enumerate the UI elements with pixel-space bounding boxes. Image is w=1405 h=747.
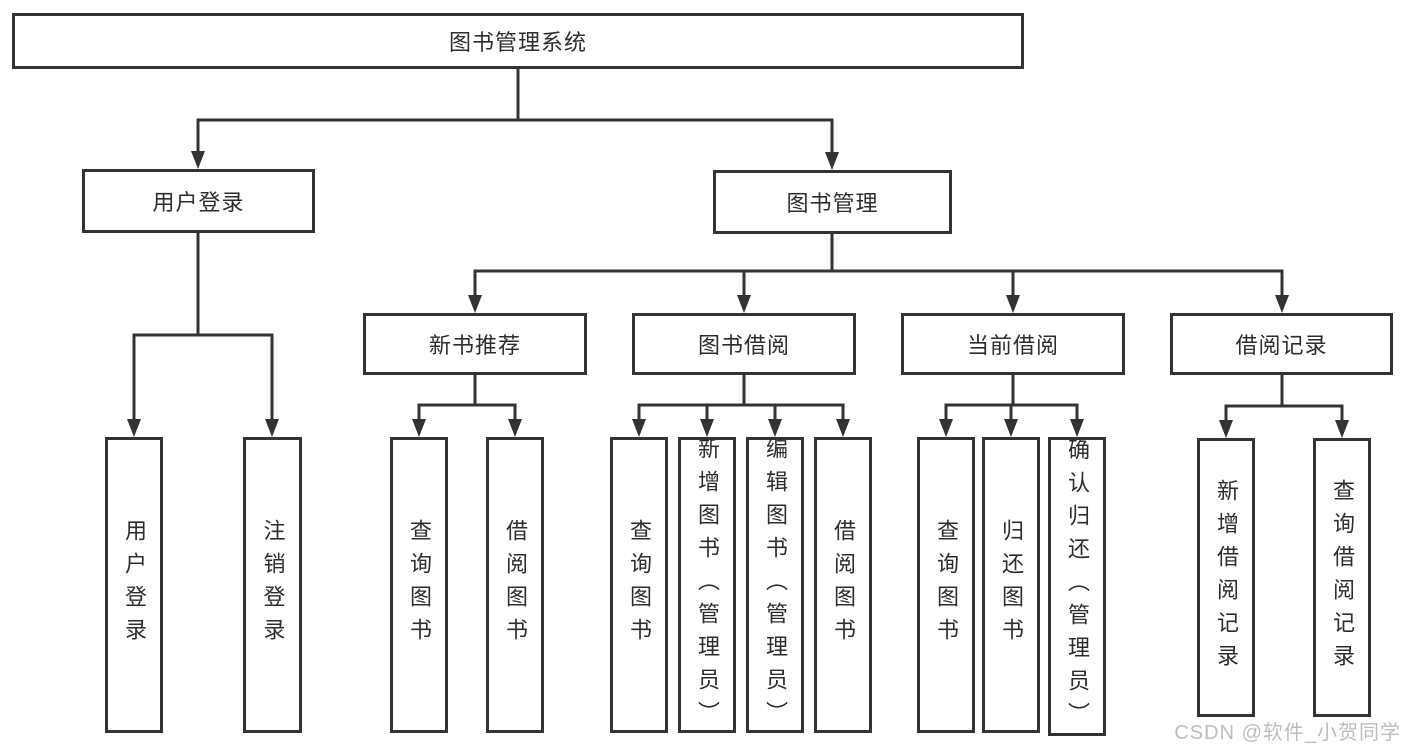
leaf-borrow-books-recommend: 借阅图书 <box>486 437 544 733</box>
leaf-return-books: 归还图书 <box>982 437 1040 733</box>
node-label: 借阅记录 <box>1235 333 1328 358</box>
leaf-label: 借阅图书 <box>503 519 528 651</box>
leaf-add-borrow-record: 新增借阅记录 <box>1197 438 1255 717</box>
node-current-borrow: 当前借阅 <box>901 313 1125 375</box>
leaf-add-books-admin: 新增图书（管理员） <box>678 436 736 734</box>
leaf-confirm-return-admin: 确认归还（管理员） <box>1048 437 1106 736</box>
node-label: 用户登录 <box>152 190 245 215</box>
node-user-login-module: 用户登录 <box>82 169 315 233</box>
leaf-label: 查询图书 <box>627 519 652 651</box>
leaf-query-books-current: 查询图书 <box>917 437 975 733</box>
leaf-label: 归还图书 <box>999 519 1024 651</box>
leaf-label: 用户登录 <box>122 519 147 651</box>
leaf-label: 查询图书 <box>407 519 432 651</box>
csdn-watermark: CSDN @软件_小贺同学 <box>1174 722 1401 744</box>
leaf-label: 注销登录 <box>260 519 286 651</box>
node-book-management-module: 图书管理 <box>713 170 952 234</box>
leaf-query-borrow-record: 查询借阅记录 <box>1313 438 1371 717</box>
leaf-borrow-books: 借阅图书 <box>814 437 872 733</box>
leaf-query-books-recommend: 查询图书 <box>390 437 448 733</box>
leaf-label: 查询图书 <box>934 519 959 651</box>
leaf-logout: 注销登录 <box>243 437 302 733</box>
leaf-label: 借阅图书 <box>831 519 856 651</box>
node-new-book-recommend: 新书推荐 <box>363 313 587 375</box>
leaf-label: 编辑图书（管理员） <box>763 436 788 734</box>
leaf-label: 确认归还（管理员） <box>1065 438 1090 735</box>
node-label: 图书管理 <box>786 191 879 216</box>
node-book-borrow: 图书借阅 <box>632 313 856 375</box>
leaf-label: 查询借阅记录 <box>1330 478 1355 677</box>
node-borrow-records: 借阅记录 <box>1170 313 1393 375</box>
node-label: 当前借阅 <box>966 333 1059 358</box>
leaf-user-login: 用户登录 <box>105 437 163 733</box>
leaf-label: 新增借阅记录 <box>1214 478 1239 677</box>
node-root-label: 图书管理系统 <box>448 30 587 55</box>
node-label: 新书推荐 <box>428 333 521 358</box>
leaf-label: 新增图书（管理员） <box>695 436 720 734</box>
leaf-edit-books-admin: 编辑图书（管理员） <box>746 436 804 734</box>
leaf-query-books-borrow: 查询图书 <box>610 437 668 733</box>
node-root-system: 图书管理系统 <box>12 13 1024 69</box>
node-label: 图书借阅 <box>697 333 790 358</box>
